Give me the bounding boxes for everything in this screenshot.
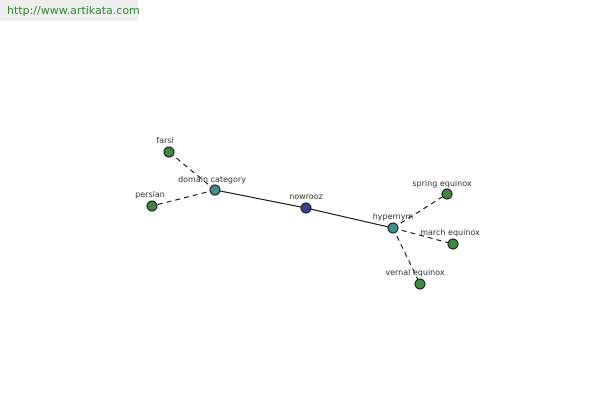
url-banner: http://www.artikata.com	[0, 0, 140, 21]
node-persian[interactable]	[146, 200, 158, 212]
node-label-nowrooz: nowrooz	[289, 192, 323, 201]
edge-hypernym-march	[392, 227, 454, 245]
node-hypernym[interactable]	[387, 222, 399, 234]
node-vernal[interactable]	[414, 278, 426, 290]
node-label-spring: spring equinox	[412, 179, 471, 188]
graph-nodes	[146, 146, 459, 290]
node-label-march: march equinox	[420, 228, 480, 237]
edge-domain-farsi	[168, 151, 216, 191]
edge-nowrooz-hypernym	[305, 207, 394, 229]
graph-edges	[151, 151, 454, 285]
graph-labels: nowrooz domain category hypernym farsi persi…	[135, 136, 480, 277]
node-nowrooz[interactable]	[300, 202, 312, 214]
site-url-link[interactable]: http://www.artikata.com	[7, 4, 140, 17]
edge-domain-nowrooz	[214, 189, 307, 209]
node-label-persian: persian	[135, 190, 165, 199]
node-domain[interactable]	[209, 184, 221, 196]
edge-hypernym-spring	[392, 193, 448, 229]
node-march[interactable]	[447, 238, 459, 250]
node-farsi[interactable]	[163, 146, 175, 158]
edge-domain-persian	[151, 189, 216, 207]
node-label-farsi: farsi	[156, 136, 173, 145]
node-spring[interactable]	[441, 188, 453, 200]
edge-hypernym-vernal	[392, 227, 421, 285]
node-label-vernal: vernal equinox	[385, 268, 445, 277]
node-label-hypernym: hypernym	[373, 212, 414, 221]
node-label-domain: domain category	[178, 175, 246, 184]
